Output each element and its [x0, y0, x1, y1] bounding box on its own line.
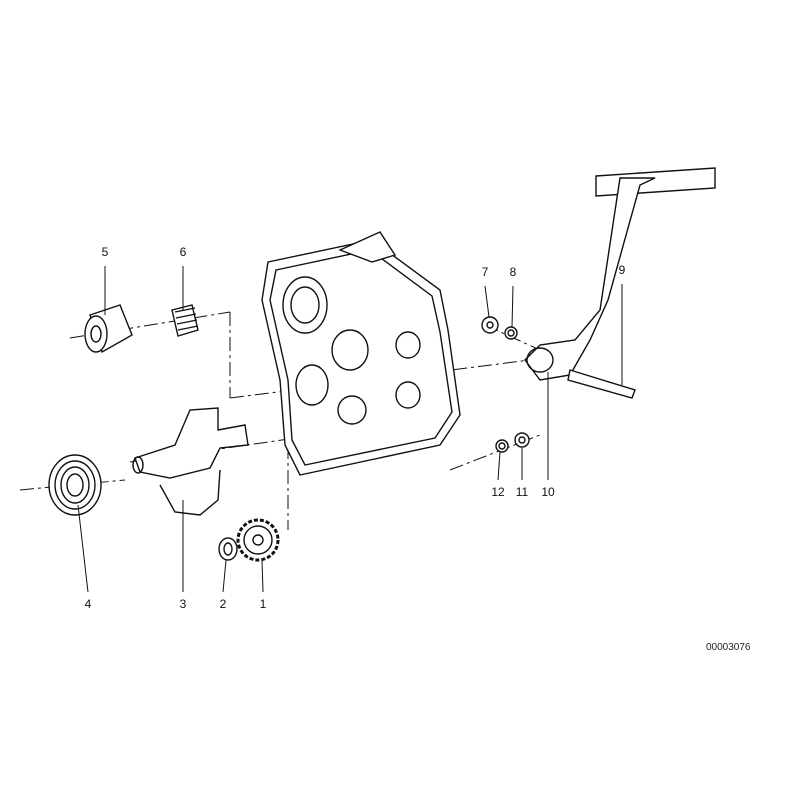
gearbox-cover — [261, 231, 461, 476]
part-label-6: 6 — [179, 245, 187, 259]
drawing-number: 00003076 — [706, 642, 751, 653]
part-label-8: 8 — [509, 265, 517, 279]
return-spring — [48, 454, 102, 516]
kickstart-shaft — [132, 407, 249, 516]
part-label-9: 9 — [618, 263, 626, 277]
part-label-2: 2 — [219, 597, 227, 611]
part-label-7: 7 — [481, 265, 489, 279]
leader-lines — [77, 266, 623, 593]
part-label-11: 11 — [515, 485, 529, 499]
part-label-10: 10 — [541, 485, 555, 499]
part-label-3: 3 — [179, 597, 187, 611]
part-label-1: 1 — [259, 597, 267, 611]
small-hardware — [218, 316, 530, 561]
pin-9 — [567, 369, 636, 399]
pinion-gear — [236, 518, 280, 562]
part-label-4: 4 — [84, 597, 92, 611]
part-label-5: 5 — [101, 245, 109, 259]
bushing-and-spring — [84, 304, 199, 354]
kickstart-lever — [524, 167, 716, 399]
part-label-12: 12 — [491, 485, 505, 499]
